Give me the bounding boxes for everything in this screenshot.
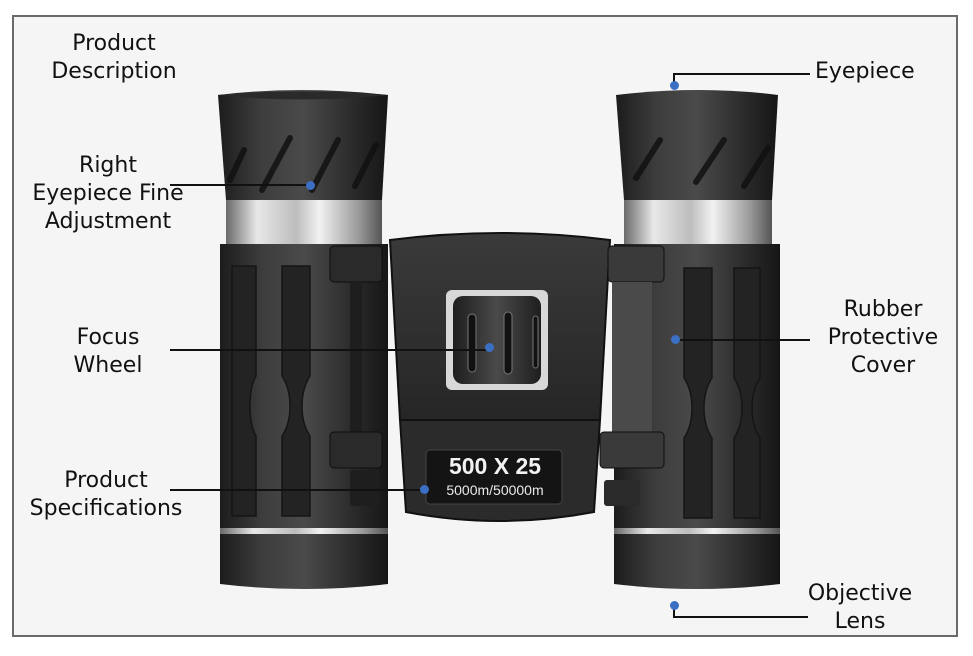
leader-line — [170, 349, 486, 351]
left-barrel — [218, 90, 388, 589]
marker-dot — [306, 181, 315, 190]
leader-line — [674, 73, 810, 75]
leader-line — [170, 184, 310, 186]
label-product-specifications: Product Specifications — [29, 468, 183, 521]
label-right-eyepiece-fine-adjustment: Right Eyepiece Fine Adjustment — [32, 153, 184, 234]
marker-dot — [670, 601, 679, 610]
diagram-title: Product Description — [51, 31, 177, 84]
label-eyepiece: Eyepiece — [815, 59, 915, 84]
marker-dot — [420, 485, 429, 494]
label-focus-wheel: Focus Wheel — [73, 325, 143, 378]
spec-plate — [425, 449, 563, 505]
label-objective-lens: Objective Lens — [807, 581, 913, 634]
marker-dot — [670, 81, 679, 90]
leader-line — [678, 339, 810, 341]
center-bridge — [329, 232, 665, 522]
spec-range: 5000m/50000m — [446, 482, 544, 498]
leader-line — [674, 616, 808, 618]
focus-wheel — [453, 296, 541, 384]
marker-dot — [485, 343, 494, 352]
leader-line — [170, 489, 424, 491]
leader-line — [673, 73, 675, 85]
leader-line — [673, 606, 675, 618]
marker-dot — [671, 335, 680, 344]
label-rubber-protective-cover: Rubber Protective Cover — [827, 297, 939, 378]
spec-magnification: 500 X 25 — [448, 453, 542, 479]
